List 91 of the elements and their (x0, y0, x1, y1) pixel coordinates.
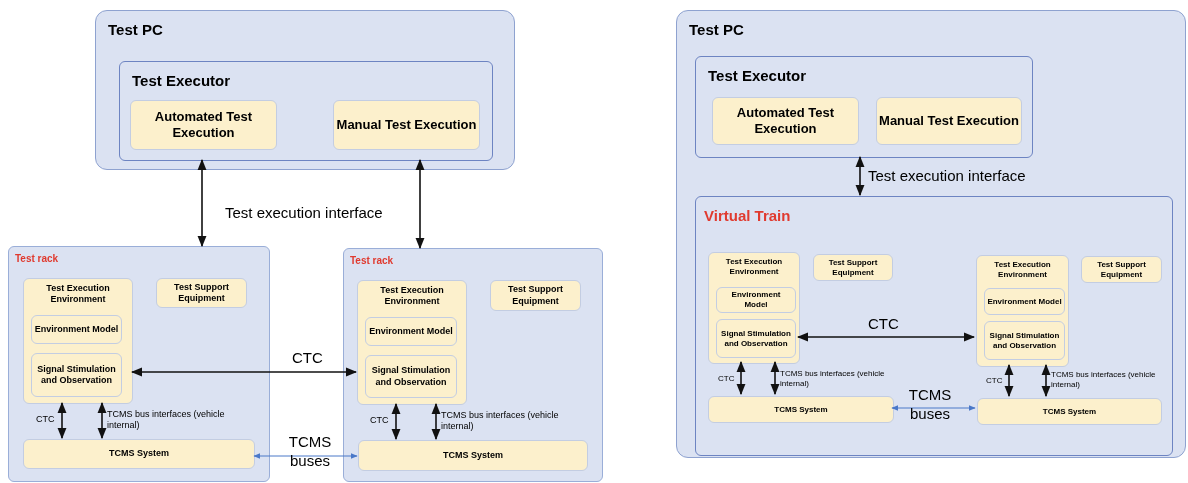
node-label: Test Execution Environment (379, 285, 445, 308)
node-label: Test Support Equipment (507, 284, 564, 307)
arrow (796, 332, 976, 342)
node-label: Test Executor (132, 71, 231, 91)
executor-panel (695, 56, 1033, 158)
environment-box (357, 280, 467, 405)
arrow (197, 158, 207, 248)
arrow (855, 155, 865, 197)
edge-label: CTC (292, 348, 324, 368)
node-label: TCMS System (442, 449, 504, 462)
node-label: Virtual Train (704, 206, 791, 226)
component-box (490, 280, 581, 311)
component-box (984, 288, 1065, 315)
node-label: Environment Model (986, 296, 1063, 307)
edge-label: TCMS bus interfaces (vehicle internal) (1051, 370, 1157, 390)
node-label: Test Executor (708, 66, 807, 86)
component-box (977, 398, 1162, 425)
process-box (130, 100, 277, 150)
component-box (31, 353, 122, 397)
node-label: Signal Stimulation and Observation (370, 365, 452, 388)
edge-label: TCMS buses (907, 386, 953, 424)
component-box (716, 319, 796, 358)
node-label: Test Support Equipment (173, 281, 230, 305)
node-label: TCMS System (1041, 406, 1098, 417)
edge-label: CTC (718, 373, 736, 385)
environment-box (976, 255, 1069, 367)
edge-label: TCMS bus interfaces (vehicle internal) (780, 369, 886, 389)
node-label: Environment Model (33, 323, 120, 336)
arrow (891, 405, 976, 411)
edge-label: TCMS bus interfaces (vehicle internal) (441, 410, 560, 433)
component-box (708, 396, 894, 423)
pc-panel (95, 10, 515, 170)
node-label: Automated Test Execution (735, 104, 836, 138)
rack-panel (8, 246, 270, 482)
node-label: Signal Stimulation and Observation (720, 328, 792, 349)
arrow (770, 360, 780, 396)
edge-label: CTC (370, 414, 390, 427)
process-box (333, 100, 480, 150)
interface-label: Test execution interface (225, 203, 384, 223)
edge-label: CTC (986, 375, 1004, 387)
arrow (97, 401, 107, 440)
arrow (130, 367, 358, 377)
arrow (415, 158, 425, 250)
arrow (1004, 363, 1014, 398)
component-box (156, 278, 247, 308)
node-label: Manual Test Execution (879, 112, 1019, 130)
node-label: Test Execution Environment (993, 260, 1052, 280)
pc-panel (676, 10, 1186, 458)
edge-label: TCMS bus interfaces (vehicle internal) (107, 409, 226, 432)
process-box (876, 97, 1022, 145)
component-box (813, 254, 893, 281)
edge-label: TCMS buses (287, 433, 333, 471)
node-label: Automated Test Execution (153, 108, 254, 142)
node-label: Test Execution Environment (45, 283, 111, 306)
arrow (1041, 363, 1051, 398)
process-box (712, 97, 859, 145)
train-panel (695, 196, 1173, 456)
executor-panel (119, 61, 493, 161)
environment-box (708, 252, 800, 364)
node-label: TCMS System (773, 404, 829, 415)
rack-panel (343, 248, 603, 482)
component-box (365, 317, 457, 346)
edge-label: CTC (868, 314, 900, 334)
node-label: Test rack (15, 252, 59, 266)
node-label: Test PC (689, 20, 744, 40)
component-box (23, 439, 255, 469)
node-label: Test Support Equipment (827, 257, 879, 278)
arrow (736, 360, 746, 396)
node-label: Test rack (350, 254, 394, 268)
node-label: Manual Test Execution (336, 116, 477, 134)
node-label: Signal Stimulation and Observation (36, 363, 117, 387)
component-box (358, 440, 588, 471)
node-label: Test Support Equipment (1096, 259, 1147, 280)
node-label: TCMS System (108, 448, 170, 460)
node-label: Test PC (108, 20, 163, 40)
component-box (365, 355, 457, 398)
component-box (1081, 256, 1162, 283)
edge-label: Test execution interface (868, 166, 1027, 186)
node-label: Test Execution Environment (724, 257, 784, 277)
environment-box (23, 278, 133, 404)
node-label: Environment Model (730, 290, 782, 310)
component-box (31, 315, 122, 344)
component-box (984, 321, 1065, 360)
arrow (253, 453, 358, 459)
component-box (716, 287, 796, 313)
node-label: Signal Stimulation and Observation (988, 330, 1061, 351)
arrow (57, 401, 67, 440)
arrow (391, 402, 401, 441)
arrow (431, 402, 441, 441)
edge-label: CTC (36, 413, 56, 426)
node-label: Environment Model (368, 325, 454, 338)
